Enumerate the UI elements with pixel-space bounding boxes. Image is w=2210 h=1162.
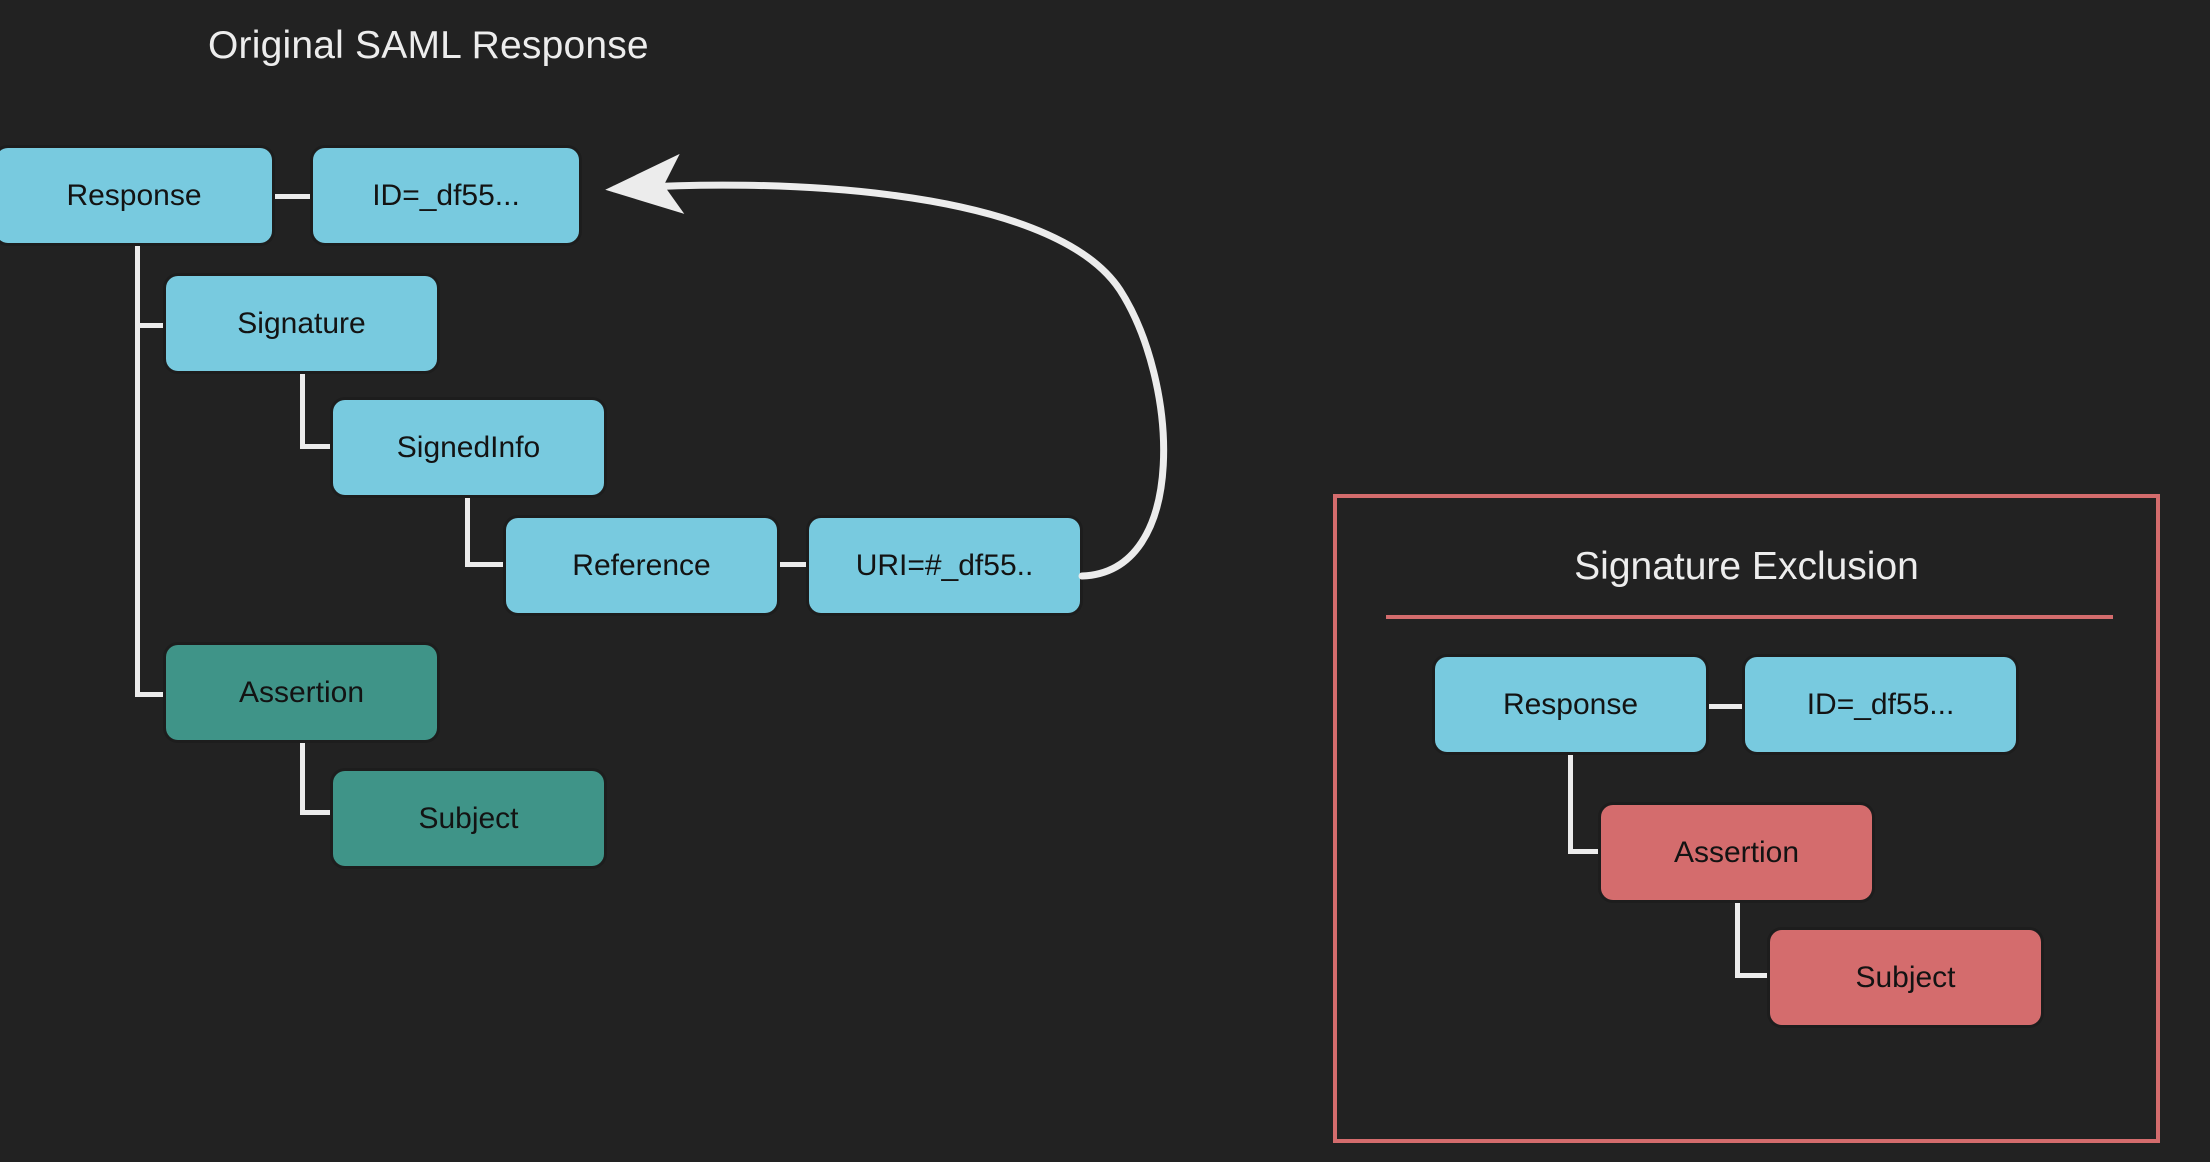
- connector-response-to-signature: [135, 323, 168, 328]
- panel-divider: [1386, 615, 2113, 619]
- connector-signedinfo-spine: [465, 491, 470, 567]
- panel-node-response[interactable]: Response: [1435, 657, 1706, 752]
- panel-node-assertion[interactable]: Assertion: [1601, 805, 1872, 900]
- signature-exclusion-title: Signature Exclusion: [1574, 545, 1919, 588]
- connector-assertion-spine: [300, 738, 305, 814]
- node-uri-attribute[interactable]: URI=#_df55..: [809, 518, 1080, 613]
- connector-assertion-to-subject: [300, 810, 334, 815]
- connector-signedinfo-to-reference: [465, 562, 505, 567]
- panel-node-subject[interactable]: Subject: [1770, 930, 2041, 1025]
- connector-response-spine: [135, 245, 140, 697]
- connector-signature-spine: [300, 373, 305, 448]
- left-diagram-title: Original SAML Response: [208, 24, 649, 67]
- panel-node-id-attribute[interactable]: ID=_df55...: [1745, 657, 2016, 752]
- node-assertion[interactable]: Assertion: [166, 645, 437, 740]
- node-reference[interactable]: Reference: [506, 518, 777, 613]
- connector-panel-assertion-to-subject: [1735, 973, 1771, 978]
- connector-response-to-assertion: [135, 692, 168, 697]
- connector-panel-response-spine: [1568, 755, 1573, 854]
- connector-panel-response-to-assertion: [1568, 849, 1602, 854]
- connector-signature-to-signedinfo: [300, 444, 334, 449]
- connector-response-to-id: [272, 194, 315, 199]
- node-subject[interactable]: Subject: [333, 771, 604, 866]
- node-signature[interactable]: Signature: [166, 276, 437, 371]
- node-response[interactable]: Response: [0, 148, 272, 243]
- connector-panel-assertion-spine: [1735, 902, 1740, 977]
- connector-reference-to-uri: [777, 562, 809, 567]
- node-id-attribute[interactable]: ID=_df55...: [313, 148, 579, 243]
- node-signedinfo[interactable]: SignedInfo: [333, 400, 604, 495]
